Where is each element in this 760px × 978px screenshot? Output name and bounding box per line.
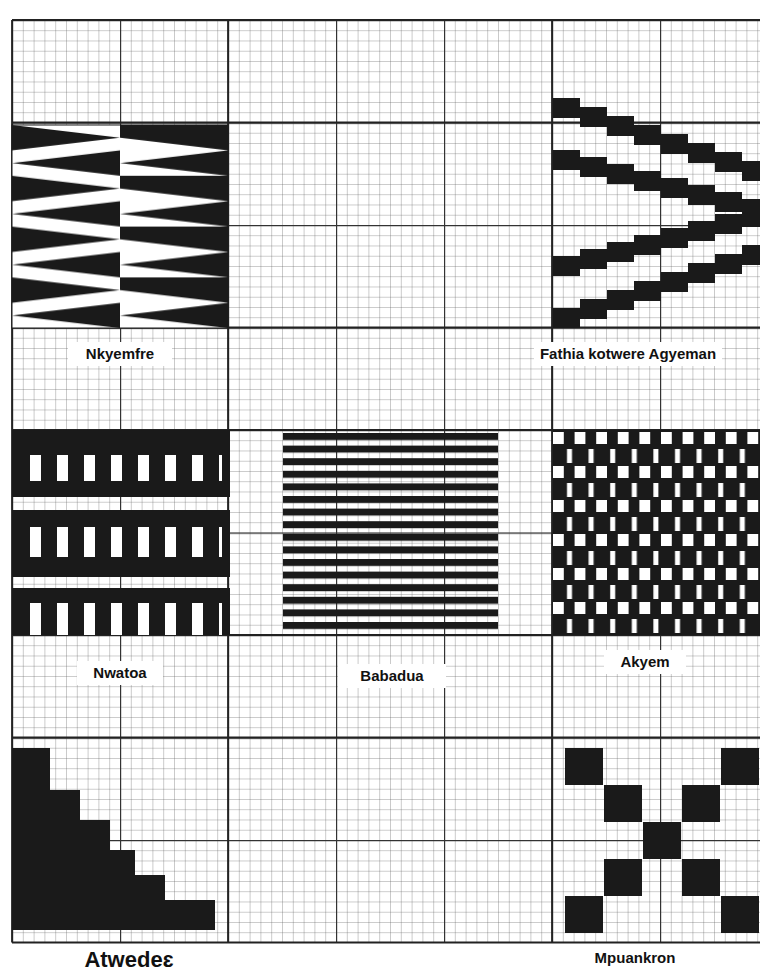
atwedee-pattern [12, 748, 215, 930]
grid-paper [12, 20, 760, 943]
pattern-label: Atwedeɛ [80, 947, 177, 973]
akyem-pattern [553, 430, 760, 635]
pattern-label: Mpuankron [591, 949, 680, 967]
pattern-label: Akyem [604, 650, 685, 674]
mpuankron-pattern [565, 748, 759, 933]
babadua-pattern [283, 433, 498, 635]
pattern-label: Babadua [338, 664, 445, 688]
nkyemfre-pattern [12, 125, 228, 328]
pattern-label: Nkyemfre [68, 342, 172, 366]
pattern-label: Nwatoa [77, 661, 162, 685]
pattern-label: Fathia kotwere Agyeman [534, 342, 722, 366]
nwatoa-pattern [12, 430, 230, 635]
fathia-pattern [553, 98, 760, 328]
